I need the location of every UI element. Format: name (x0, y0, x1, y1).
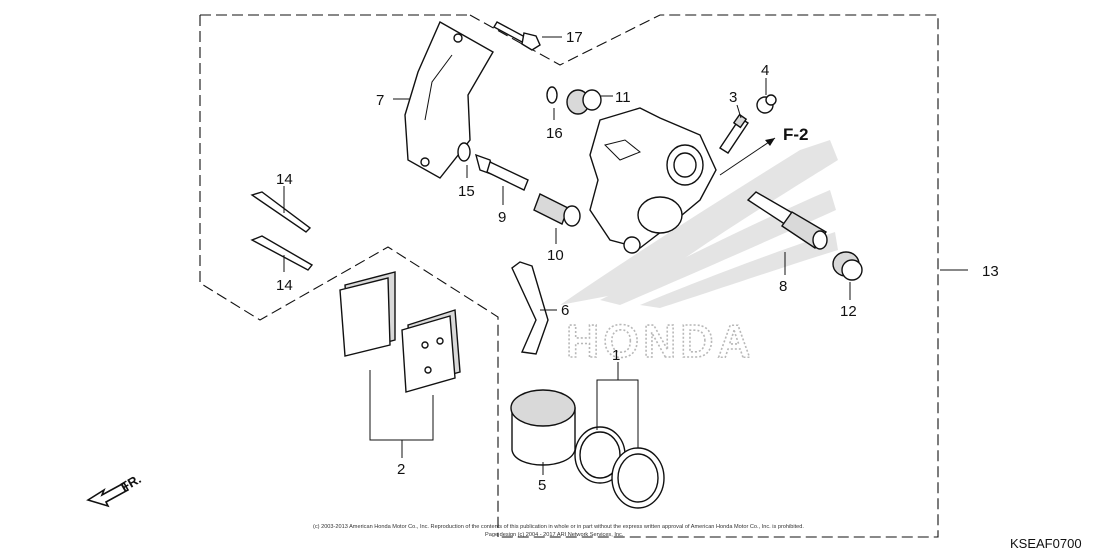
callout-6: 6 (561, 302, 569, 319)
callout-10: 10 (547, 247, 564, 264)
front-direction-arrow-icon (86, 481, 130, 508)
boot-11[interactable] (566, 89, 602, 115)
caliper-body[interactable] (589, 107, 717, 254)
brake-pad-right[interactable] (401, 309, 461, 393)
reference-label: F-2 (783, 125, 809, 144)
pin-boot-10[interactable] (533, 193, 581, 227)
pad-spring-6[interactable] (511, 261, 549, 355)
callout-8: 8 (779, 278, 787, 295)
bracket-plate[interactable] (404, 21, 494, 179)
f2-arrowhead (765, 138, 775, 146)
piston-5[interactable] (510, 389, 576, 466)
plug-12[interactable] (832, 251, 863, 281)
bleeder-cap-4[interactable] (756, 94, 777, 114)
callout-2: 2 (397, 461, 405, 478)
bleeder-screw-3[interactable] (719, 113, 749, 154)
callout-12: 12 (840, 303, 857, 320)
callout-7: 7 (376, 92, 384, 109)
slide-pin-9[interactable] (474, 153, 529, 191)
pin-14-lower[interactable] (250, 235, 314, 271)
assembly-outline (199, 14, 939, 538)
callout-14-upper: 14 (276, 171, 293, 188)
washer-16[interactable] (546, 86, 558, 104)
callout-16: 16 (546, 125, 563, 142)
brake-pad-left[interactable] (339, 271, 396, 357)
honda-watermark-text: HONDA (566, 315, 755, 367)
bolt-17[interactable] (493, 21, 541, 51)
pin-14-upper[interactable] (250, 191, 312, 233)
callout-4: 4 (761, 62, 769, 79)
callout-14-lower: 14 (276, 277, 293, 294)
caliper-pin-8[interactable] (746, 191, 828, 250)
callout-13: 13 (982, 263, 999, 280)
callout-3: 3 (729, 89, 737, 106)
washer-15[interactable] (457, 142, 471, 162)
figure-code: KSEAF0700 (1010, 536, 1082, 551)
callout-5: 5 (538, 477, 546, 494)
callout-11: 11 (615, 89, 631, 106)
callout-17: 17 (566, 29, 583, 46)
copyright-line-1: (c) 2003-2013 American Honda Motor Co., … (313, 524, 804, 530)
copyright-line-2: Page design (c) 2004 - 2017 ARI Network … (485, 532, 624, 538)
callout-9: 9 (498, 209, 506, 226)
dust-seal[interactable] (611, 447, 665, 509)
callout-15: 15 (458, 183, 475, 200)
callout-1: 1 (612, 347, 620, 364)
